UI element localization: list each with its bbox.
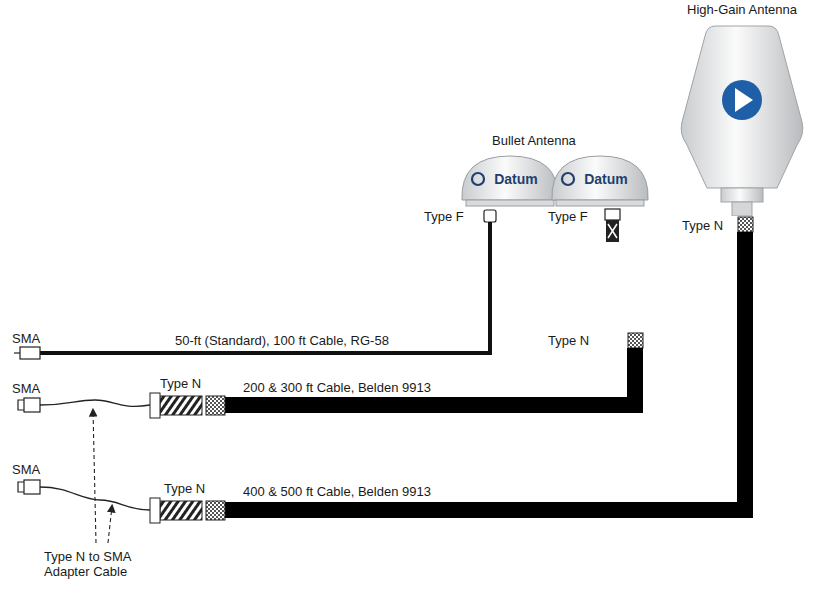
cable-label: 400 & 500 ft Cable, Belden 9913 bbox=[243, 484, 431, 499]
connector-label: Type N bbox=[160, 376, 201, 391]
brand-logo-text: Datum bbox=[584, 171, 628, 187]
cable-label: 200 & 300 ft Cable, Belden 9913 bbox=[243, 380, 431, 395]
antenna-outline bbox=[672, 0, 812, 216]
leader-arrows bbox=[93, 410, 112, 543]
connector-label: Type N bbox=[682, 218, 723, 233]
rg58-cable bbox=[14, 210, 496, 359]
antenna-heading: High-Gain Antenna bbox=[687, 2, 797, 17]
cable-label: 50-ft (Standard), 100 ft Cable, RG-58 bbox=[175, 333, 389, 348]
bullet-antenna: Datum bbox=[458, 152, 562, 210]
connector-label: SMA bbox=[12, 331, 40, 346]
high-gain-antenna: High-Gain Antenna bbox=[672, 0, 812, 216]
connector-label: SMA bbox=[12, 381, 40, 396]
belden-cable-200-300 bbox=[18, 209, 643, 418]
brand-logo-text: Datum bbox=[494, 171, 538, 187]
connector-label: SMA bbox=[12, 462, 40, 477]
belden-cable-400-500 bbox=[18, 217, 753, 523]
adapter-cable-label: Type N to SMA Adapter Cable bbox=[44, 549, 174, 579]
bullet-antenna: Datum bbox=[548, 152, 652, 210]
connector-label: Type F bbox=[548, 209, 588, 224]
connector-label: Type N bbox=[548, 333, 589, 348]
antenna-group-label: Bullet Antenna bbox=[492, 133, 576, 148]
connector-label: Type F bbox=[424, 209, 464, 224]
connector-label: Type N bbox=[164, 481, 205, 496]
